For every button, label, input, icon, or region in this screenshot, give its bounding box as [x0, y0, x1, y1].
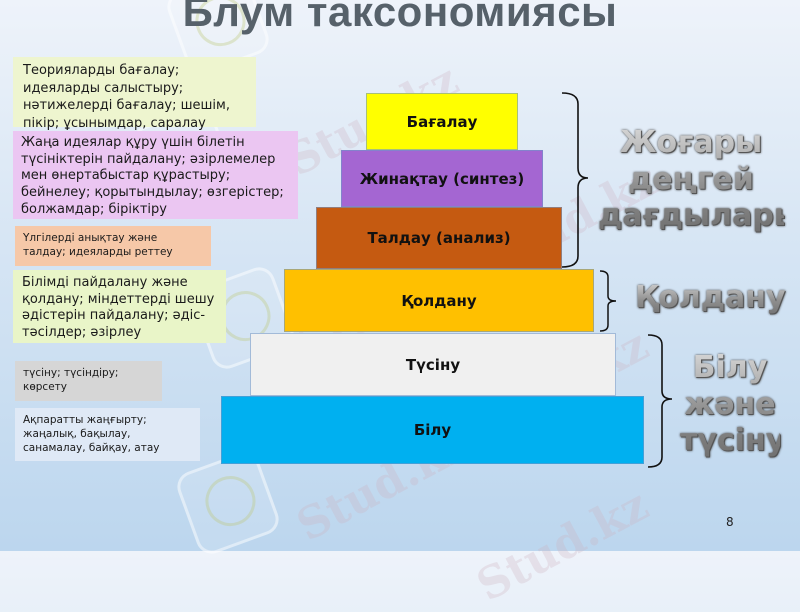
group-label-knowledge-comprehension: Білу және түсіну — [680, 350, 786, 459]
pyramid-tier-application: Қолдану — [284, 269, 594, 332]
description-comprehension: түсіну; түсіндіру; көрсету — [15, 361, 162, 401]
page-number: 8 — [726, 515, 734, 529]
watermark-logo-icon — [172, 447, 284, 559]
description-evaluation: Теорияларды бағалау; идеяларды салыстыру… — [13, 57, 256, 131]
pyramid-tier-evaluation: Бағалау — [366, 93, 518, 150]
brace-high-level-icon — [561, 92, 589, 268]
description-knowledge: Ақпаратты жаңғырту; жаңалық, бақылау, са… — [15, 408, 200, 461]
description-application: Білімді пайдалану және қолдану; міндетте… — [13, 270, 226, 343]
pyramid-tier-analysis: Талдау (анализ) — [316, 207, 562, 269]
watermark-text: Stud.kz — [468, 479, 657, 612]
tier-label: Түсіну — [405, 355, 461, 374]
tier-label: Қолдану — [401, 291, 477, 310]
slide-title: Блум таксономиясы — [182, 0, 618, 35]
tier-label: Бағалау — [406, 112, 478, 131]
group-label-application: Қолдану — [635, 280, 786, 315]
description-synthesis: Жаңа идеялар құру үшін білетін түсінікте… — [13, 131, 298, 219]
description-analysis: Үлгілерді анықтау және талдау; идеяларды… — [15, 226, 211, 266]
group-label-high-level: Жоғары деңгей дағдылары — [598, 125, 800, 234]
brace-application-icon — [599, 270, 617, 332]
tier-label: Білу — [413, 421, 452, 439]
pyramid-tier-synthesis: Жинақтау (синтез) — [341, 150, 543, 207]
brace-knowledge-icon — [647, 334, 673, 468]
tier-label: Жинақтау (синтез) — [359, 169, 525, 188]
tier-label: Талдау (анализ) — [367, 229, 511, 247]
pyramid-tier-knowledge: Білу — [221, 396, 644, 464]
pyramid-tier-comprehension: Түсіну — [250, 333, 616, 396]
